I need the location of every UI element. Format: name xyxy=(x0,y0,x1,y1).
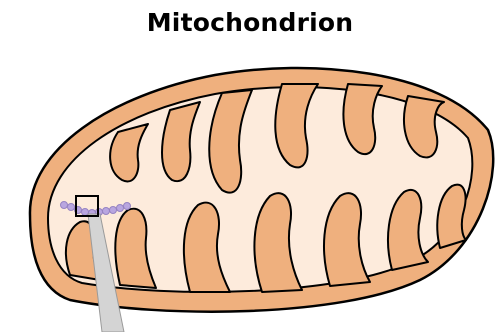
mitochondrion-illustration xyxy=(0,0,500,332)
